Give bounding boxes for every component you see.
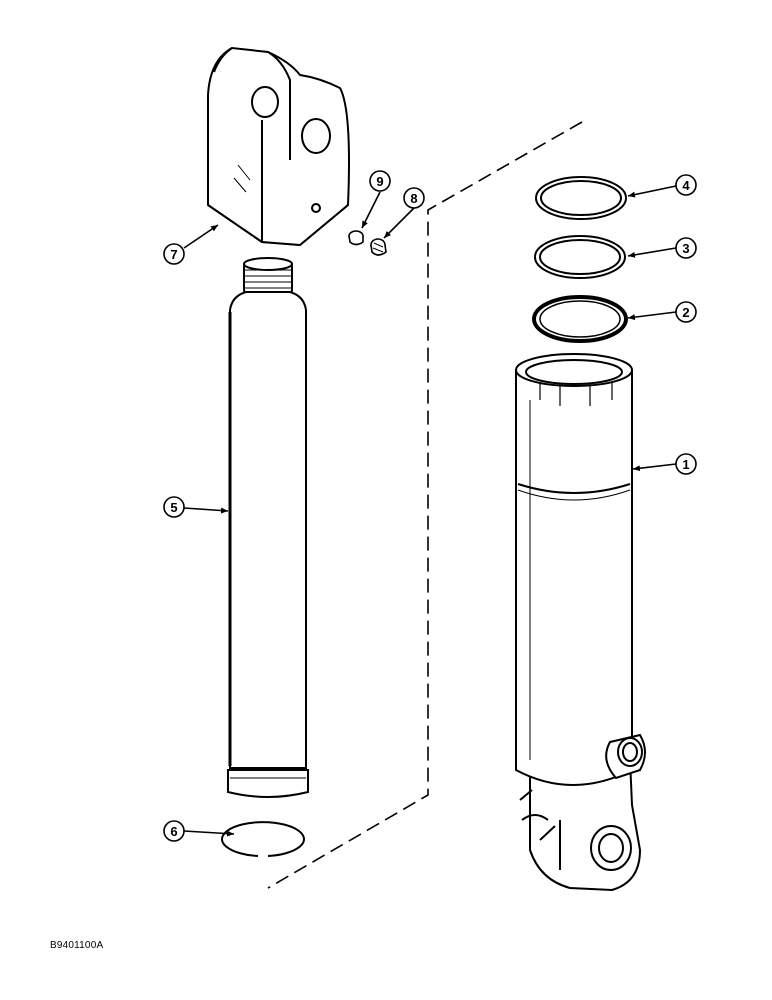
plug-part [348,230,364,246]
callout-1: 1 [675,453,697,475]
callout-3: 3 [675,237,697,259]
cylinder-barrel-part [515,353,646,892]
piston-rod-part [227,257,309,798]
callout-7: 7 [163,243,185,265]
leader-4 [627,185,677,198]
ring-4-part [535,176,627,220]
callout-7-label: 7 [170,247,177,262]
callout-5-label: 5 [170,500,177,515]
leader-7 [183,224,219,249]
leader-3 [627,247,677,258]
callout-9-label: 9 [376,174,383,189]
callout-4: 4 [675,174,697,196]
snap-ring-part [221,821,305,857]
leader-lines [183,185,677,837]
ring-2-part [532,295,628,343]
callout-1-label: 1 [682,457,689,472]
callout-6-label: 6 [170,824,177,839]
callout-3-label: 3 [682,241,689,256]
fitting-part [370,238,387,256]
clevis-part [207,46,350,247]
callout-4-label: 4 [682,178,690,193]
callout-6: 6 [163,820,185,842]
callout-2: 2 [675,301,697,323]
leader-2 [627,311,677,321]
callout-5: 5 [163,496,185,518]
leader-9 [361,191,381,229]
leader-8 [383,207,415,239]
leader-1 [632,463,677,472]
callout-8-label: 8 [410,191,417,206]
callout-9: 9 [369,170,391,192]
assembly-dashed-line [267,121,583,889]
ring-3-part [534,235,626,279]
callout-2-label: 2 [682,305,689,320]
leader-6 [183,830,235,837]
figure-code: B9401100A [50,940,104,951]
callout-8: 8 [403,187,425,209]
leader-5 [183,507,229,514]
